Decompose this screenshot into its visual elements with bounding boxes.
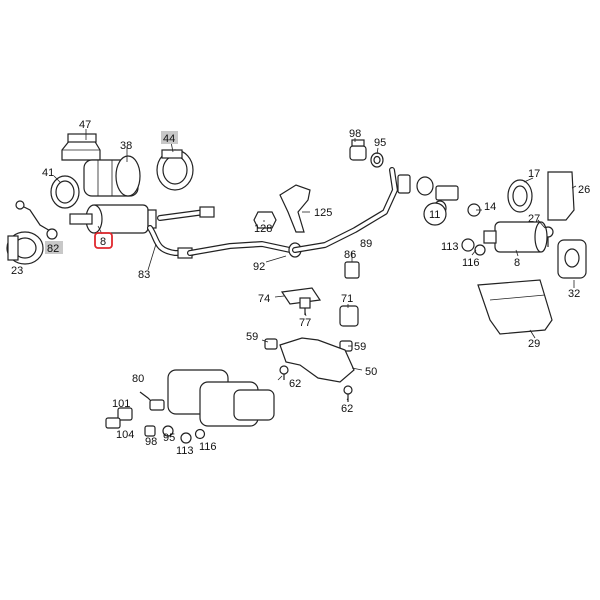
highlight-part-8[interactable] (94, 232, 113, 249)
label-38: 38 (120, 140, 132, 152)
part-connector-upper[interactable] (157, 206, 215, 221)
label-82: 82 (47, 243, 59, 255)
label-128: 128 (254, 223, 272, 235)
part-26-pump-bracket[interactable] (547, 171, 575, 221)
label-98-bottom: 98 (145, 436, 157, 448)
label-47: 47 (79, 119, 91, 131)
label-113-bottom: 113 (176, 445, 194, 457)
label-group: 47 38 44 41 82 23 8 83 128 125 92 98 95 … (11, 119, 590, 457)
label-104: 104 (116, 429, 134, 441)
part-116-washer[interactable] (474, 244, 486, 256)
callout-11 (423, 202, 447, 226)
label-86: 86 (344, 249, 356, 261)
label-17: 17 (528, 168, 540, 180)
label-74: 74 (258, 293, 270, 305)
label-11: 11 (429, 209, 440, 221)
part-86-union[interactable] (344, 261, 360, 279)
part-92-fuel-line[interactable] (187, 167, 398, 258)
part-101-fitting[interactable] (117, 407, 133, 421)
part-82-line-bracket[interactable] (15, 200, 58, 240)
label-80: 80 (132, 373, 144, 385)
label-8-highlighted: 8 (100, 236, 106, 248)
part-77-bolt[interactable] (299, 297, 311, 315)
part-95-seal-ring[interactable] (370, 152, 384, 168)
part-95b-seal[interactable] (162, 425, 174, 437)
part-116b-washer[interactable] (194, 428, 206, 440)
part-29-pump-cover[interactable] (477, 279, 553, 335)
part-41-rubber-ring[interactable] (50, 175, 80, 209)
label-44: 44 (163, 133, 175, 145)
label-116-bottom: 116 (199, 441, 217, 453)
label-29: 29 (528, 338, 540, 350)
part-filter-housing[interactable] (167, 369, 275, 427)
label-27: 27 (528, 213, 540, 225)
part-17-rubber-boot[interactable] (507, 179, 533, 213)
part-71-rubber-mount[interactable] (339, 305, 359, 327)
part-113b-nut[interactable] (180, 432, 192, 444)
part-83-fuel-hose[interactable] (147, 225, 195, 259)
label-41: 41 (42, 167, 54, 179)
label-125: 125 (314, 207, 332, 219)
label-59-left: 59 (246, 331, 258, 343)
label-92: 92 (253, 261, 265, 273)
label-23: 23 (11, 265, 23, 277)
grey-tag-44 (161, 131, 178, 144)
part-98b-end[interactable] (144, 425, 156, 437)
label-95: 95 (374, 137, 386, 149)
part-8-fuel-filter[interactable] (69, 204, 157, 234)
label-62-right: 62 (341, 403, 353, 415)
part-125-bracket[interactable] (279, 184, 311, 233)
label-83: 83 (138, 269, 150, 281)
part-104-adapter[interactable] (105, 417, 121, 429)
part-80-line[interactable] (139, 391, 165, 411)
label-98: 98 (349, 128, 361, 140)
grey-tag-82 (45, 241, 63, 254)
part-50-carrier[interactable] (279, 337, 355, 383)
part-128-nut[interactable] (253, 211, 277, 229)
part-8b-fuel-pump[interactable] (483, 221, 548, 253)
label-77: 77 (299, 317, 311, 329)
label-62-left: 62 (289, 378, 301, 390)
label-113: 113 (441, 241, 459, 253)
part-98-hose-end[interactable] (349, 139, 367, 161)
label-14: 14 (484, 201, 496, 213)
label-71: 71 (341, 293, 353, 305)
label-101: 101 (112, 398, 130, 410)
label-59-right: 59 (354, 341, 366, 353)
label-26: 26 (578, 184, 590, 196)
label-116: 116 (462, 257, 480, 269)
leader-lines (53, 129, 577, 401)
part-59-clip[interactable] (264, 338, 353, 352)
part-32-rubber-mount[interactable] (557, 239, 587, 279)
part-23-filter-cap[interactable] (6, 231, 44, 265)
label-95-bottom: 95 (163, 432, 175, 444)
label-50: 50 (365, 366, 377, 378)
label-8-pump: 8 (514, 257, 520, 269)
label-32: 32 (568, 288, 580, 300)
part-44-clamp[interactable] (156, 149, 194, 191)
part-47-damper[interactable] (61, 133, 101, 161)
part-38-fuel-accumulator[interactable] (83, 155, 141, 197)
part-113-nut[interactable] (461, 238, 475, 252)
label-89: 89 (360, 238, 372, 250)
